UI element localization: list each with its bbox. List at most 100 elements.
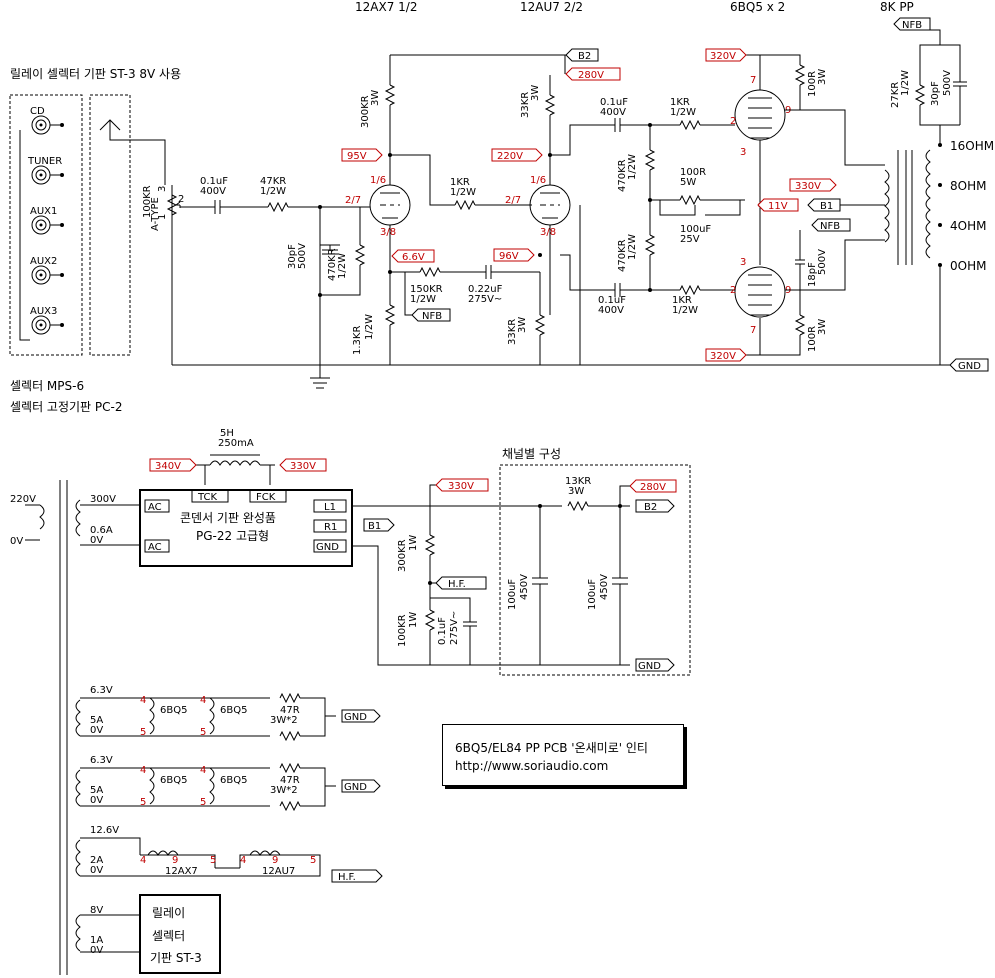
svg-text:250mA: 250mA — [218, 438, 254, 449]
svg-text:GND: GND — [344, 712, 367, 723]
svg-text:6BQ5: 6BQ5 — [220, 775, 247, 786]
svg-text:275V~: 275V~ — [449, 611, 460, 645]
header-tube2: 12AU7 2/2 — [520, 0, 583, 14]
svg-text:5: 5 — [140, 797, 146, 808]
svg-text:1A: 1A — [90, 935, 103, 946]
svg-text:3W: 3W — [530, 85, 541, 101]
svg-text:0V: 0V — [10, 536, 23, 547]
svg-text:5: 5 — [200, 797, 206, 808]
tag-b2-board: B2 — [635, 499, 675, 513]
svg-text:2A: 2A — [90, 855, 103, 866]
svg-text:47R: 47R — [280, 775, 300, 786]
svg-text:500V: 500V — [297, 243, 308, 269]
svg-text:GND: GND — [316, 542, 339, 553]
svg-text:AUX1: AUX1 — [30, 206, 57, 217]
svg-text:B1: B1 — [368, 521, 381, 532]
svg-text:280V: 280V — [640, 482, 666, 493]
note-selector2: 셀렉터 고정기판 PC-2 — [10, 400, 123, 414]
svg-text:330V: 330V — [290, 461, 316, 472]
svg-text:470KR: 470KR — [617, 159, 628, 192]
tag-330v-board: 330V — [435, 478, 489, 492]
tag-330v-right: 330V — [789, 178, 837, 192]
svg-text:콘덴서 기판 완성품: 콘덴서 기판 완성품 — [180, 511, 276, 525]
tag-340v: 340V — [149, 458, 197, 472]
header-tube3: 6BQ5 x 2 — [730, 0, 785, 14]
svg-text:5A: 5A — [90, 785, 103, 796]
svg-text:0V: 0V — [90, 535, 103, 546]
svg-text:30pF: 30pF — [287, 244, 298, 269]
svg-text:3W: 3W — [370, 90, 381, 106]
input-jack-aux2: AUX2 — [30, 256, 64, 285]
svg-text:5: 5 — [210, 855, 216, 866]
svg-text:1W: 1W — [408, 612, 419, 628]
svg-text:16OHM: 16OHM — [950, 139, 994, 153]
relay-winding: 8V 1A 0V 릴레이 셀렉터 기판 ST-3 — [75, 894, 221, 974]
svg-text:1W: 1W — [408, 535, 419, 551]
svg-text:9: 9 — [172, 855, 178, 866]
svg-text:기판 ST-3: 기판 ST-3 — [150, 951, 202, 965]
svg-text:2: 2 — [178, 194, 184, 205]
svg-text:12AX7: 12AX7 — [165, 866, 198, 877]
svg-text:400V: 400V — [600, 107, 626, 118]
svg-text:5: 5 — [200, 727, 206, 738]
svg-text:1/2W: 1/2W — [337, 253, 348, 279]
svg-text:AC: AC — [148, 542, 162, 553]
svg-text:100KR: 100KR — [397, 614, 408, 647]
svg-text:0.1uF: 0.1uF — [200, 176, 228, 187]
capacitor-board: AC AC TCK FCK L1 R1 GND 콘덴서 기판 완성품 PG-22… — [139, 489, 353, 567]
svg-text:8OHM: 8OHM — [950, 179, 986, 193]
svg-text:330V: 330V — [795, 181, 821, 192]
svg-text:AUX3: AUX3 — [30, 306, 57, 317]
choke — [209, 454, 261, 466]
tag-gnd-h2: GND — [341, 779, 381, 793]
svg-text:6.6V: 6.6V — [402, 252, 425, 263]
svg-text:1/2W: 1/2W — [627, 154, 638, 180]
svg-text:27KR: 27KR — [890, 82, 901, 108]
input-jack-tuner: TUNER — [27, 156, 64, 185]
svg-text:470KR: 470KR — [327, 248, 338, 281]
svg-text:320V: 320V — [710, 51, 736, 62]
svg-text:100R: 100R — [807, 326, 818, 352]
svg-text:3W: 3W — [568, 486, 584, 497]
info-url[interactable]: http://www.soriaudio.com — [455, 759, 609, 773]
svg-text:A-TYPE: A-TYPE — [150, 197, 161, 231]
tag-hf-heater: H.F. — [331, 869, 383, 883]
svg-text:11V: 11V — [768, 201, 788, 212]
svg-text:5: 5 — [310, 855, 316, 866]
tube-v2-12au7: 1/6 2/7 3/8 — [505, 175, 571, 238]
svg-text:릴레이: 릴레이 — [152, 906, 185, 920]
info-box: 6BQ5/EL84 PP PCB '온새미로' 인티 http://www.so… — [442, 724, 684, 786]
svg-text:33KR: 33KR — [507, 319, 518, 345]
svg-text:30pF: 30pF — [930, 81, 941, 106]
svg-text:3: 3 — [740, 147, 746, 158]
svg-text:셀렉터: 셀렉터 — [152, 929, 185, 943]
svg-text:8V: 8V — [90, 905, 103, 916]
svg-text:3/8: 3/8 — [540, 227, 556, 238]
svg-text:CD: CD — [30, 106, 45, 117]
svg-text:AUX2: AUX2 — [30, 256, 57, 267]
svg-text:1/2W: 1/2W — [900, 70, 911, 96]
svg-text:1/2W: 1/2W — [260, 186, 286, 197]
svg-text:3W: 3W — [517, 317, 528, 333]
svg-text:0.22uF: 0.22uF — [468, 284, 503, 295]
svg-text:1KR: 1KR — [450, 177, 470, 188]
svg-text:280V: 280V — [578, 70, 604, 81]
svg-text:320V: 320V — [710, 351, 736, 362]
svg-text:3/8: 3/8 — [380, 227, 396, 238]
tag-280v-top: 280V — [565, 67, 621, 81]
svg-text:100uF: 100uF — [587, 579, 598, 610]
svg-text:0OHM: 0OHM — [950, 259, 986, 273]
tag-220v: 220V — [491, 148, 543, 162]
tag-gnd-h1: GND — [341, 709, 381, 723]
svg-text:0V: 0V — [90, 795, 103, 806]
tag-11v: 11V — [757, 198, 799, 212]
svg-text:6.3V: 6.3V — [90, 755, 113, 766]
svg-text:1/2W: 1/2W — [410, 294, 436, 305]
svg-text:400V: 400V — [598, 305, 624, 316]
svg-text:3W*2: 3W*2 — [270, 785, 298, 796]
svg-text:3: 3 — [740, 257, 746, 268]
svg-text:450V: 450V — [519, 574, 530, 600]
svg-text:2: 2 — [730, 116, 736, 127]
